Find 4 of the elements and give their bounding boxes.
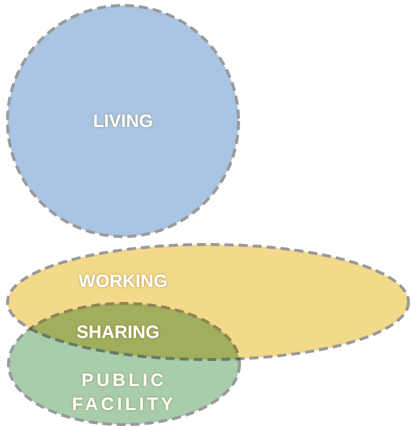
ellipse-label: LIVING bbox=[92, 110, 154, 133]
ellipse-label: WORKING bbox=[78, 270, 168, 293]
overlap-label: SHARING bbox=[75, 321, 160, 344]
ellipse-label: PUBLIC FACILITY bbox=[71, 369, 177, 416]
